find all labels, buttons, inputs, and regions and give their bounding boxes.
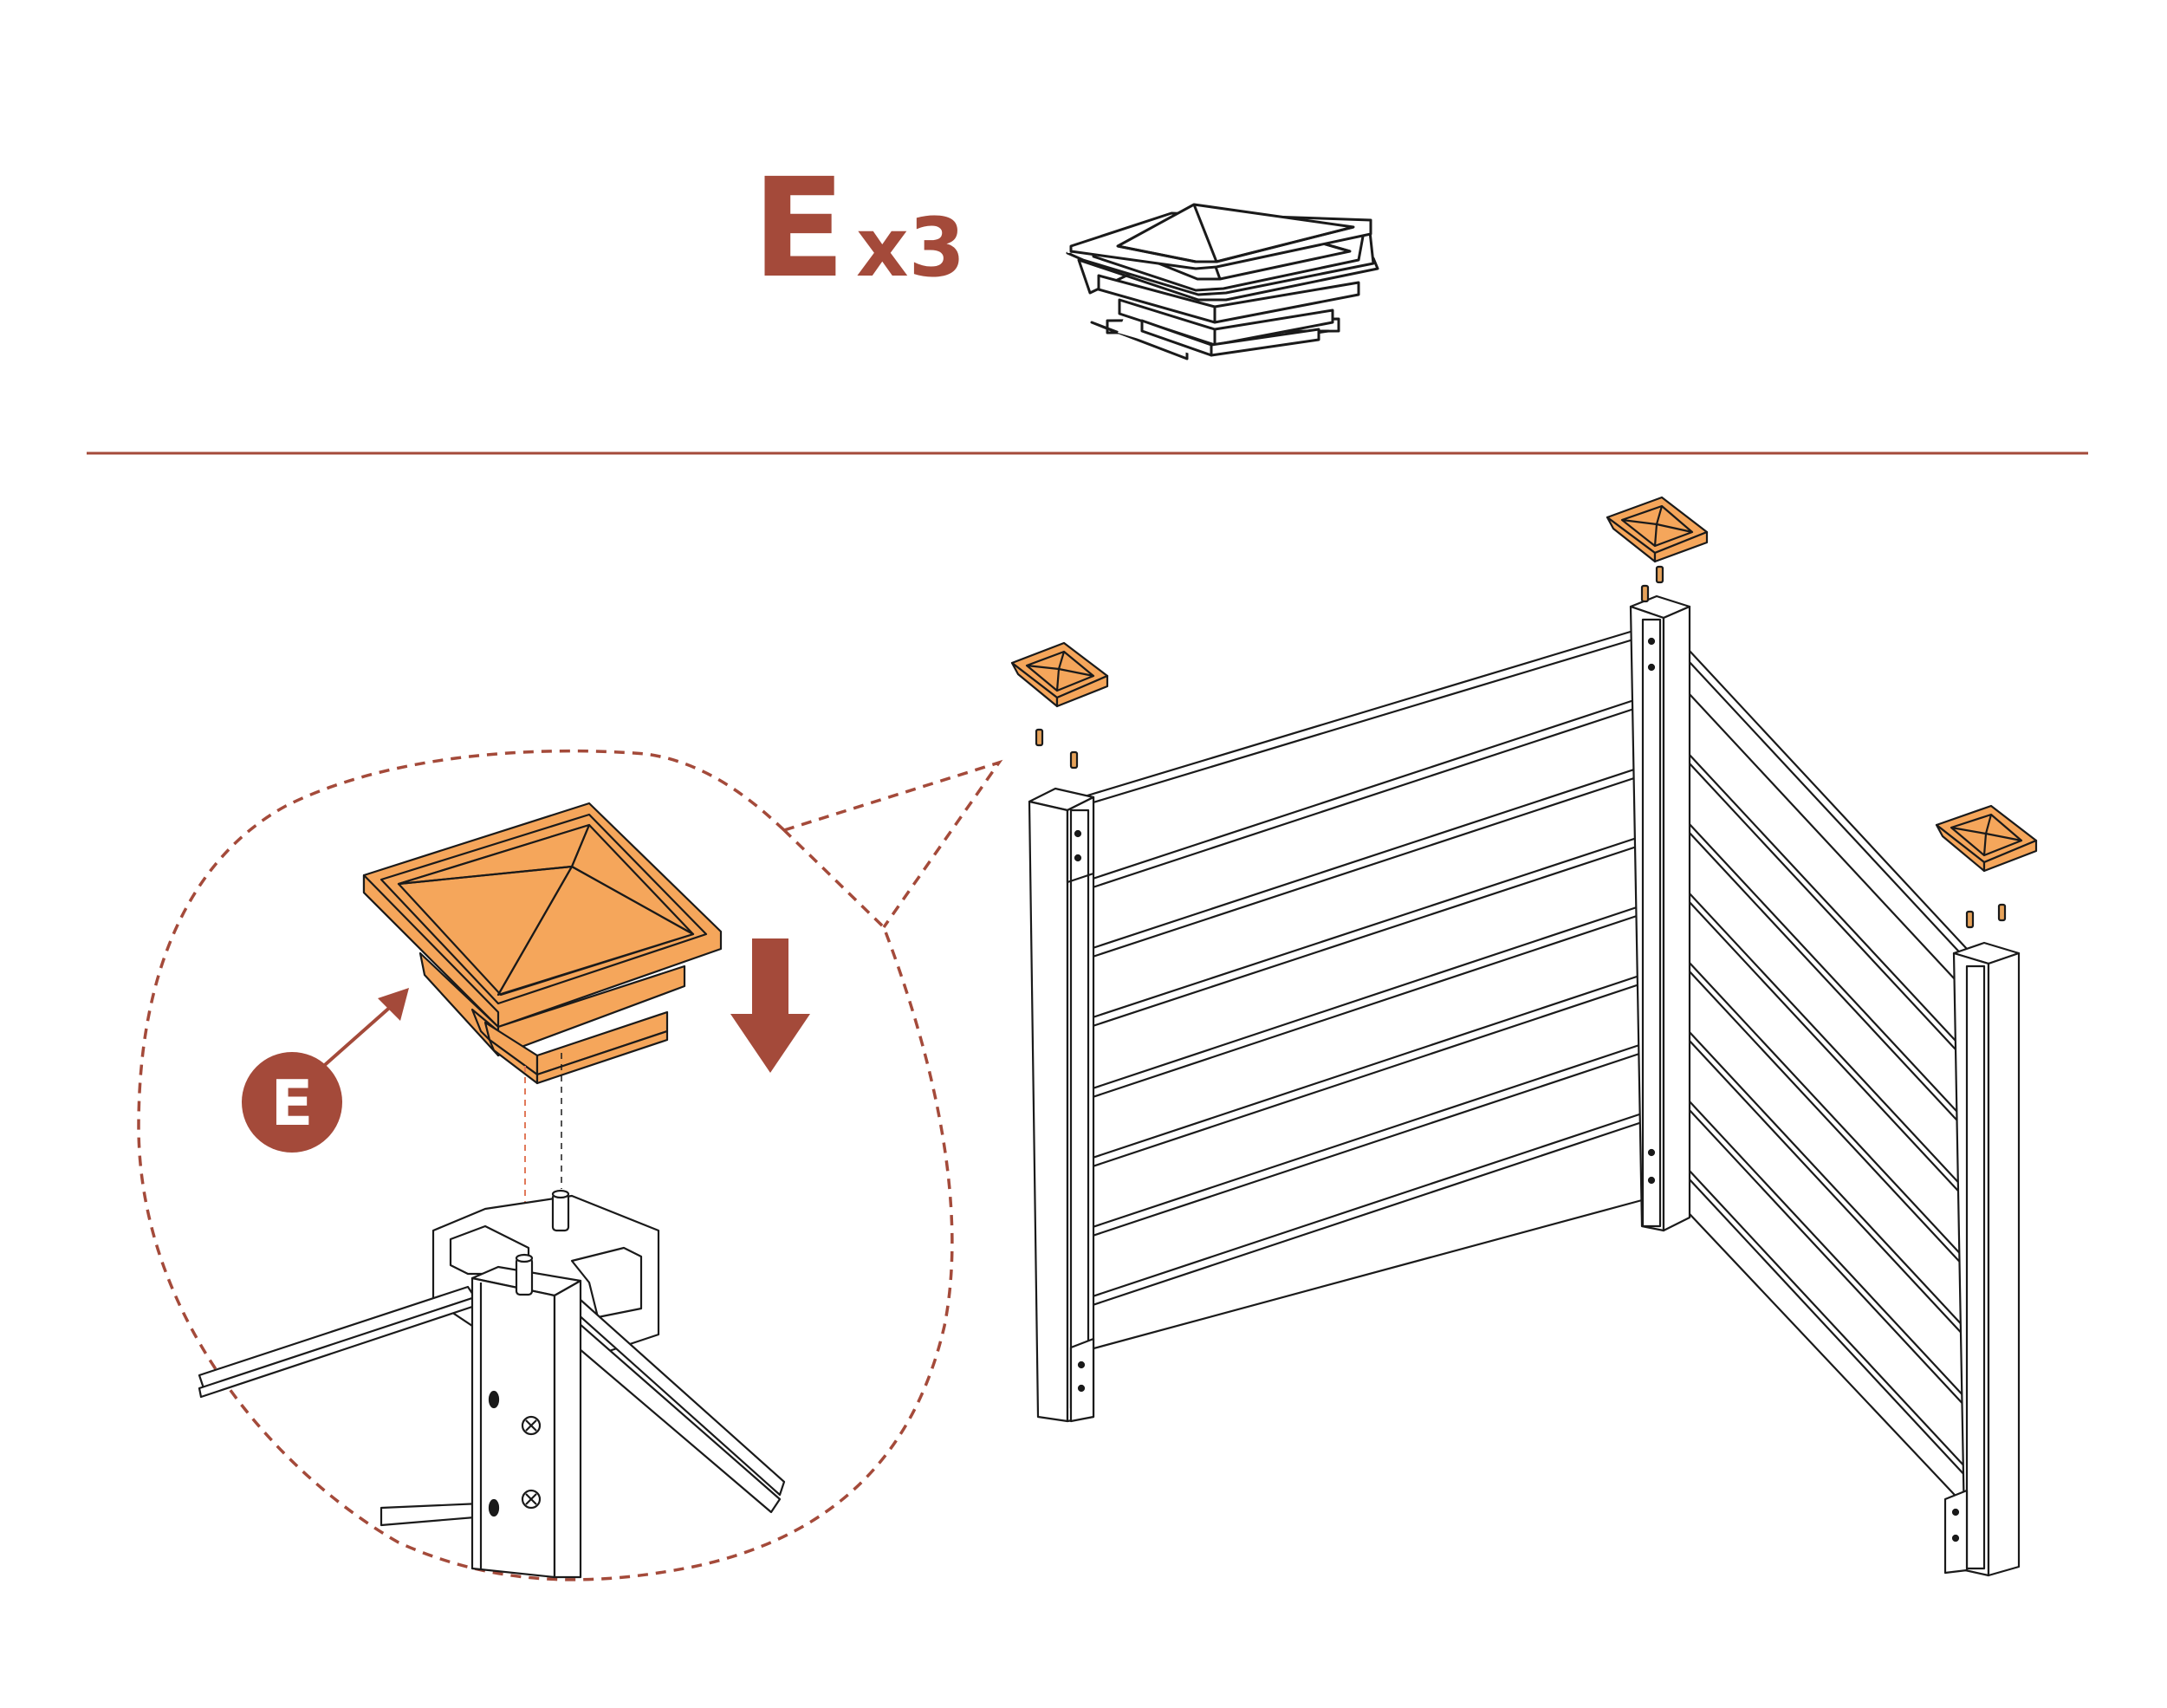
dowel-pin (1640, 584, 1650, 603)
center-post (1629, 594, 1691, 1232)
left-panel (1086, 627, 1644, 1352)
detail-bubble-outline (137, 749, 954, 1581)
part-letter: E (752, 149, 846, 308)
part-quantity: x3 (856, 201, 965, 295)
right-panel (1675, 635, 1969, 1510)
dowel-pin (1965, 910, 1975, 929)
post-cap-right (1935, 804, 2038, 873)
left-post (1028, 787, 1095, 1423)
dowel-pin (1655, 565, 1664, 584)
part-label-badge-text: E (270, 1067, 313, 1140)
part-header: E x3 (752, 149, 1379, 360)
detail-callout: E (137, 749, 1003, 1581)
right-post (1943, 941, 2021, 1577)
pointer-arrow-icon (317, 988, 409, 1072)
fence-assembly (1010, 496, 2038, 1577)
dowel-pin (1035, 728, 1044, 747)
post-cap-detail (362, 802, 723, 1085)
post-top-detail (198, 1189, 786, 1579)
part-label-badge: E (242, 1052, 342, 1153)
dowel-pin (1069, 750, 1079, 770)
down-arrow-icon (730, 938, 810, 1073)
post-cap-center (1606, 496, 1709, 563)
post-cap-left (1010, 641, 1109, 708)
post-cap-outline (1066, 203, 1379, 360)
dowel-pin (1997, 903, 2007, 922)
